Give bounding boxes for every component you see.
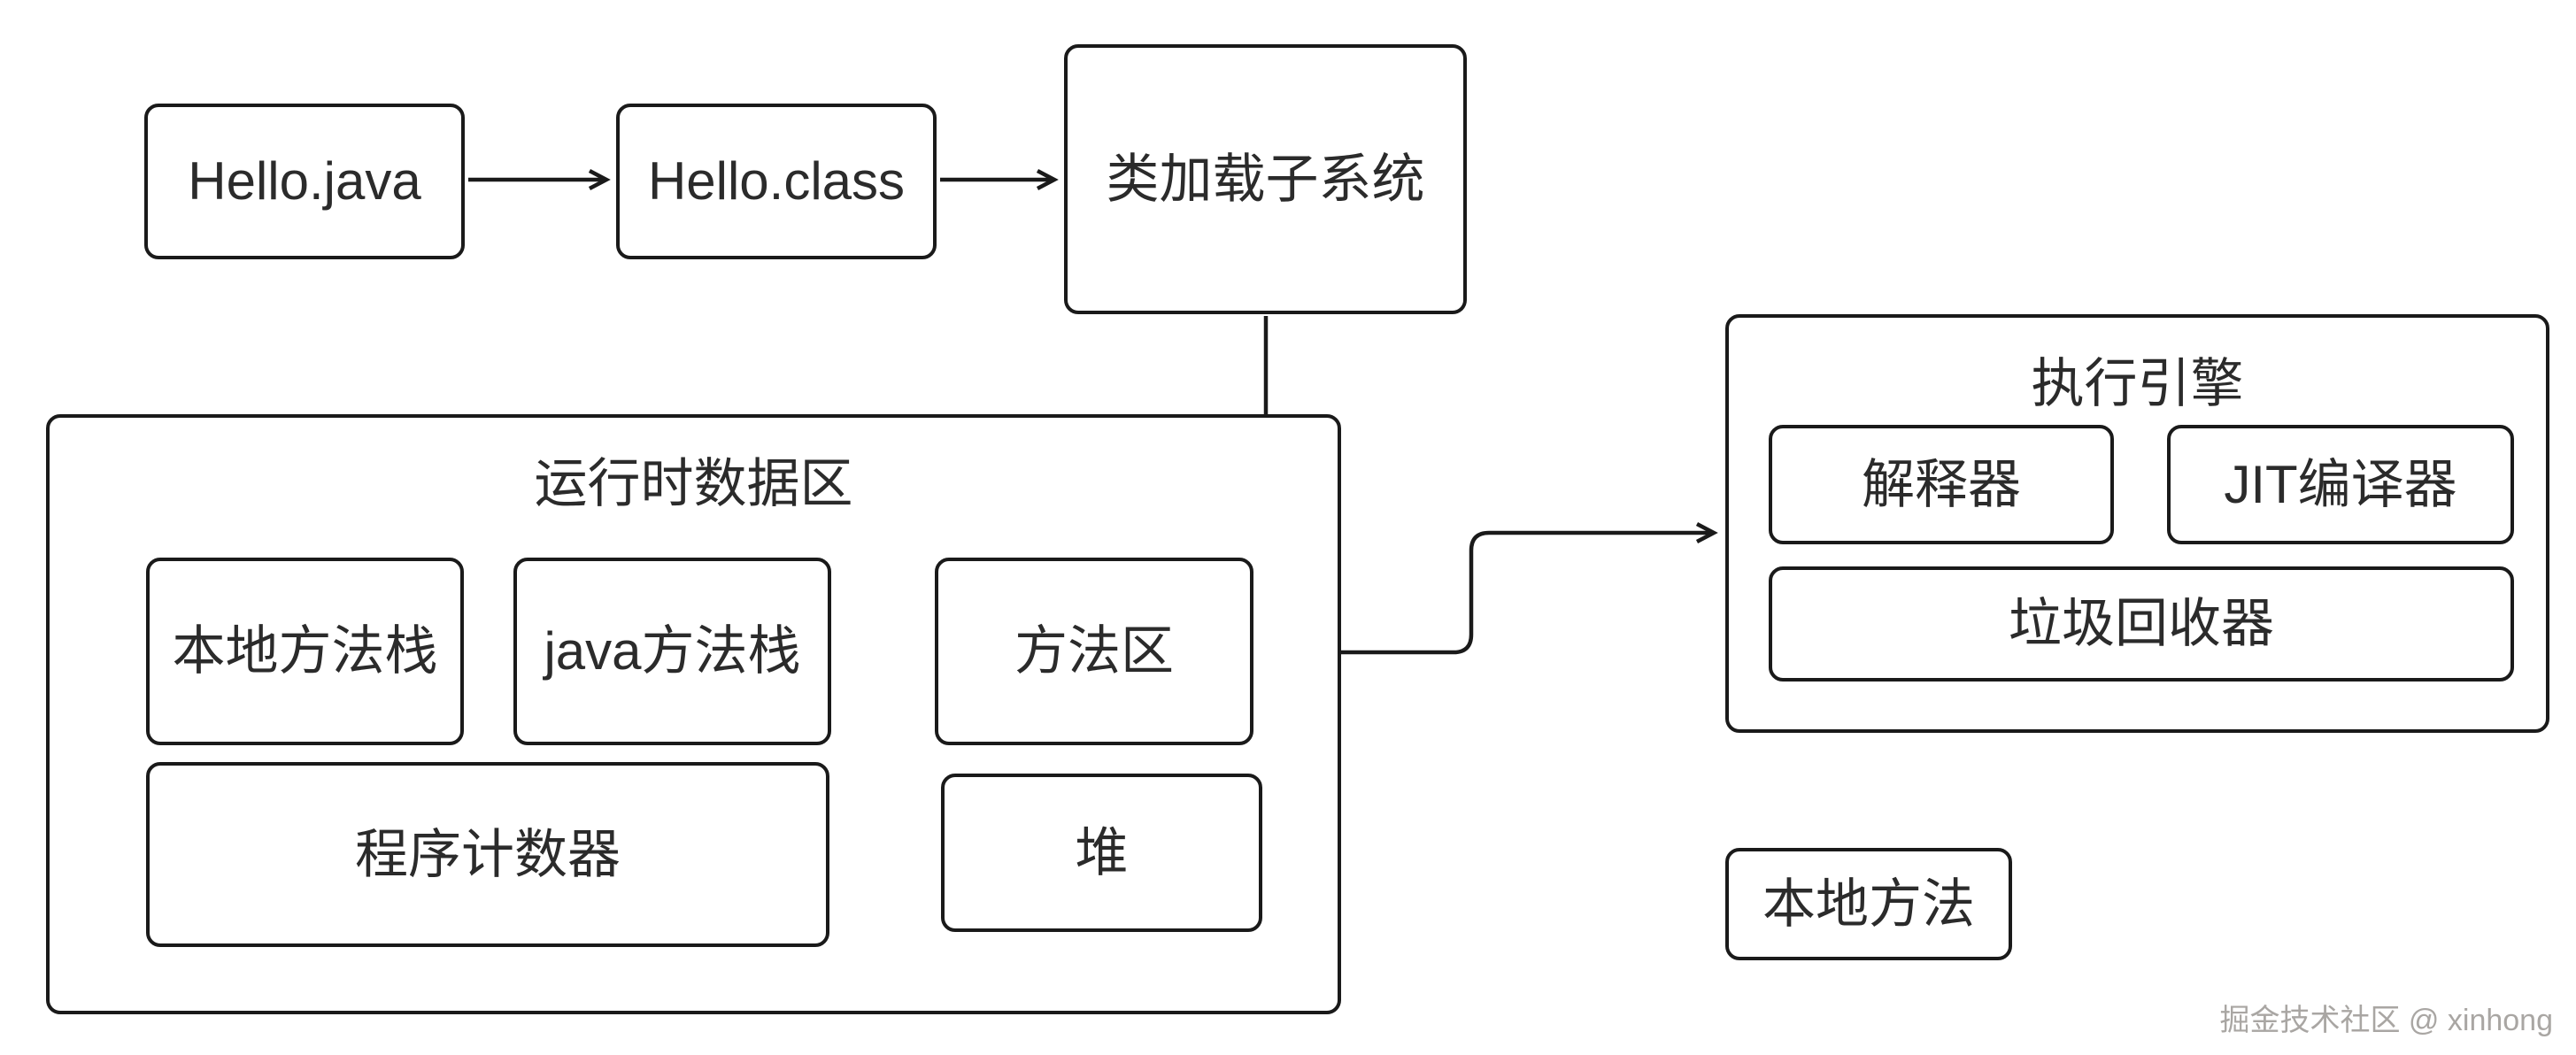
group-runtime-data-area-title: 运行时数据区 [534,454,853,513]
node-native-method-stack: 本地方法栈 [146,558,464,745]
node-native-method: 本地方法 [1725,848,2012,960]
node-garbage-collector: 垃圾回收器 [1769,566,2514,682]
node-hello-java-label: Hello.java [188,151,421,211]
watermark-text: 掘金技术社区 @ xinhong [2219,1004,2553,1037]
node-jit-compiler: JIT编译器 [2167,425,2514,544]
node-program-counter: 程序计数器 [146,762,829,947]
node-class-loader-subsystem-label: 类加载子系统 [1106,149,1425,209]
node-java-method-stack: java方法栈 [513,558,831,745]
node-heap: 堆 [941,774,1262,932]
node-jit-compiler-label: JIT编译器 [2224,454,2457,514]
node-interpreter: 解释器 [1769,425,2114,544]
node-hello-class: Hello.class [616,104,937,259]
node-program-counter-label: 程序计数器 [355,824,621,884]
node-method-area-label: 方法区 [1014,621,1174,681]
node-interpreter-label: 解释器 [1862,454,2021,514]
node-method-area: 方法区 [935,558,1253,745]
node-hello-java: Hello.java [144,104,465,259]
node-native-method-label: 本地方法 [1762,874,1975,934]
node-class-loader-subsystem: 类加载子系统 [1064,44,1467,314]
node-native-method-stack-label: 本地方法栈 [172,621,438,681]
group-execution-engine-title: 执行引擎 [2031,354,2244,413]
node-garbage-collector-label: 垃圾回收器 [2009,594,2274,653]
arrow-method-area-to-exec-engine [1255,522,1718,655]
node-hello-class-label: Hello.class [647,151,906,211]
node-heap-label: 堆 [1075,822,1129,882]
node-java-method-stack-label: java方法栈 [544,621,801,681]
